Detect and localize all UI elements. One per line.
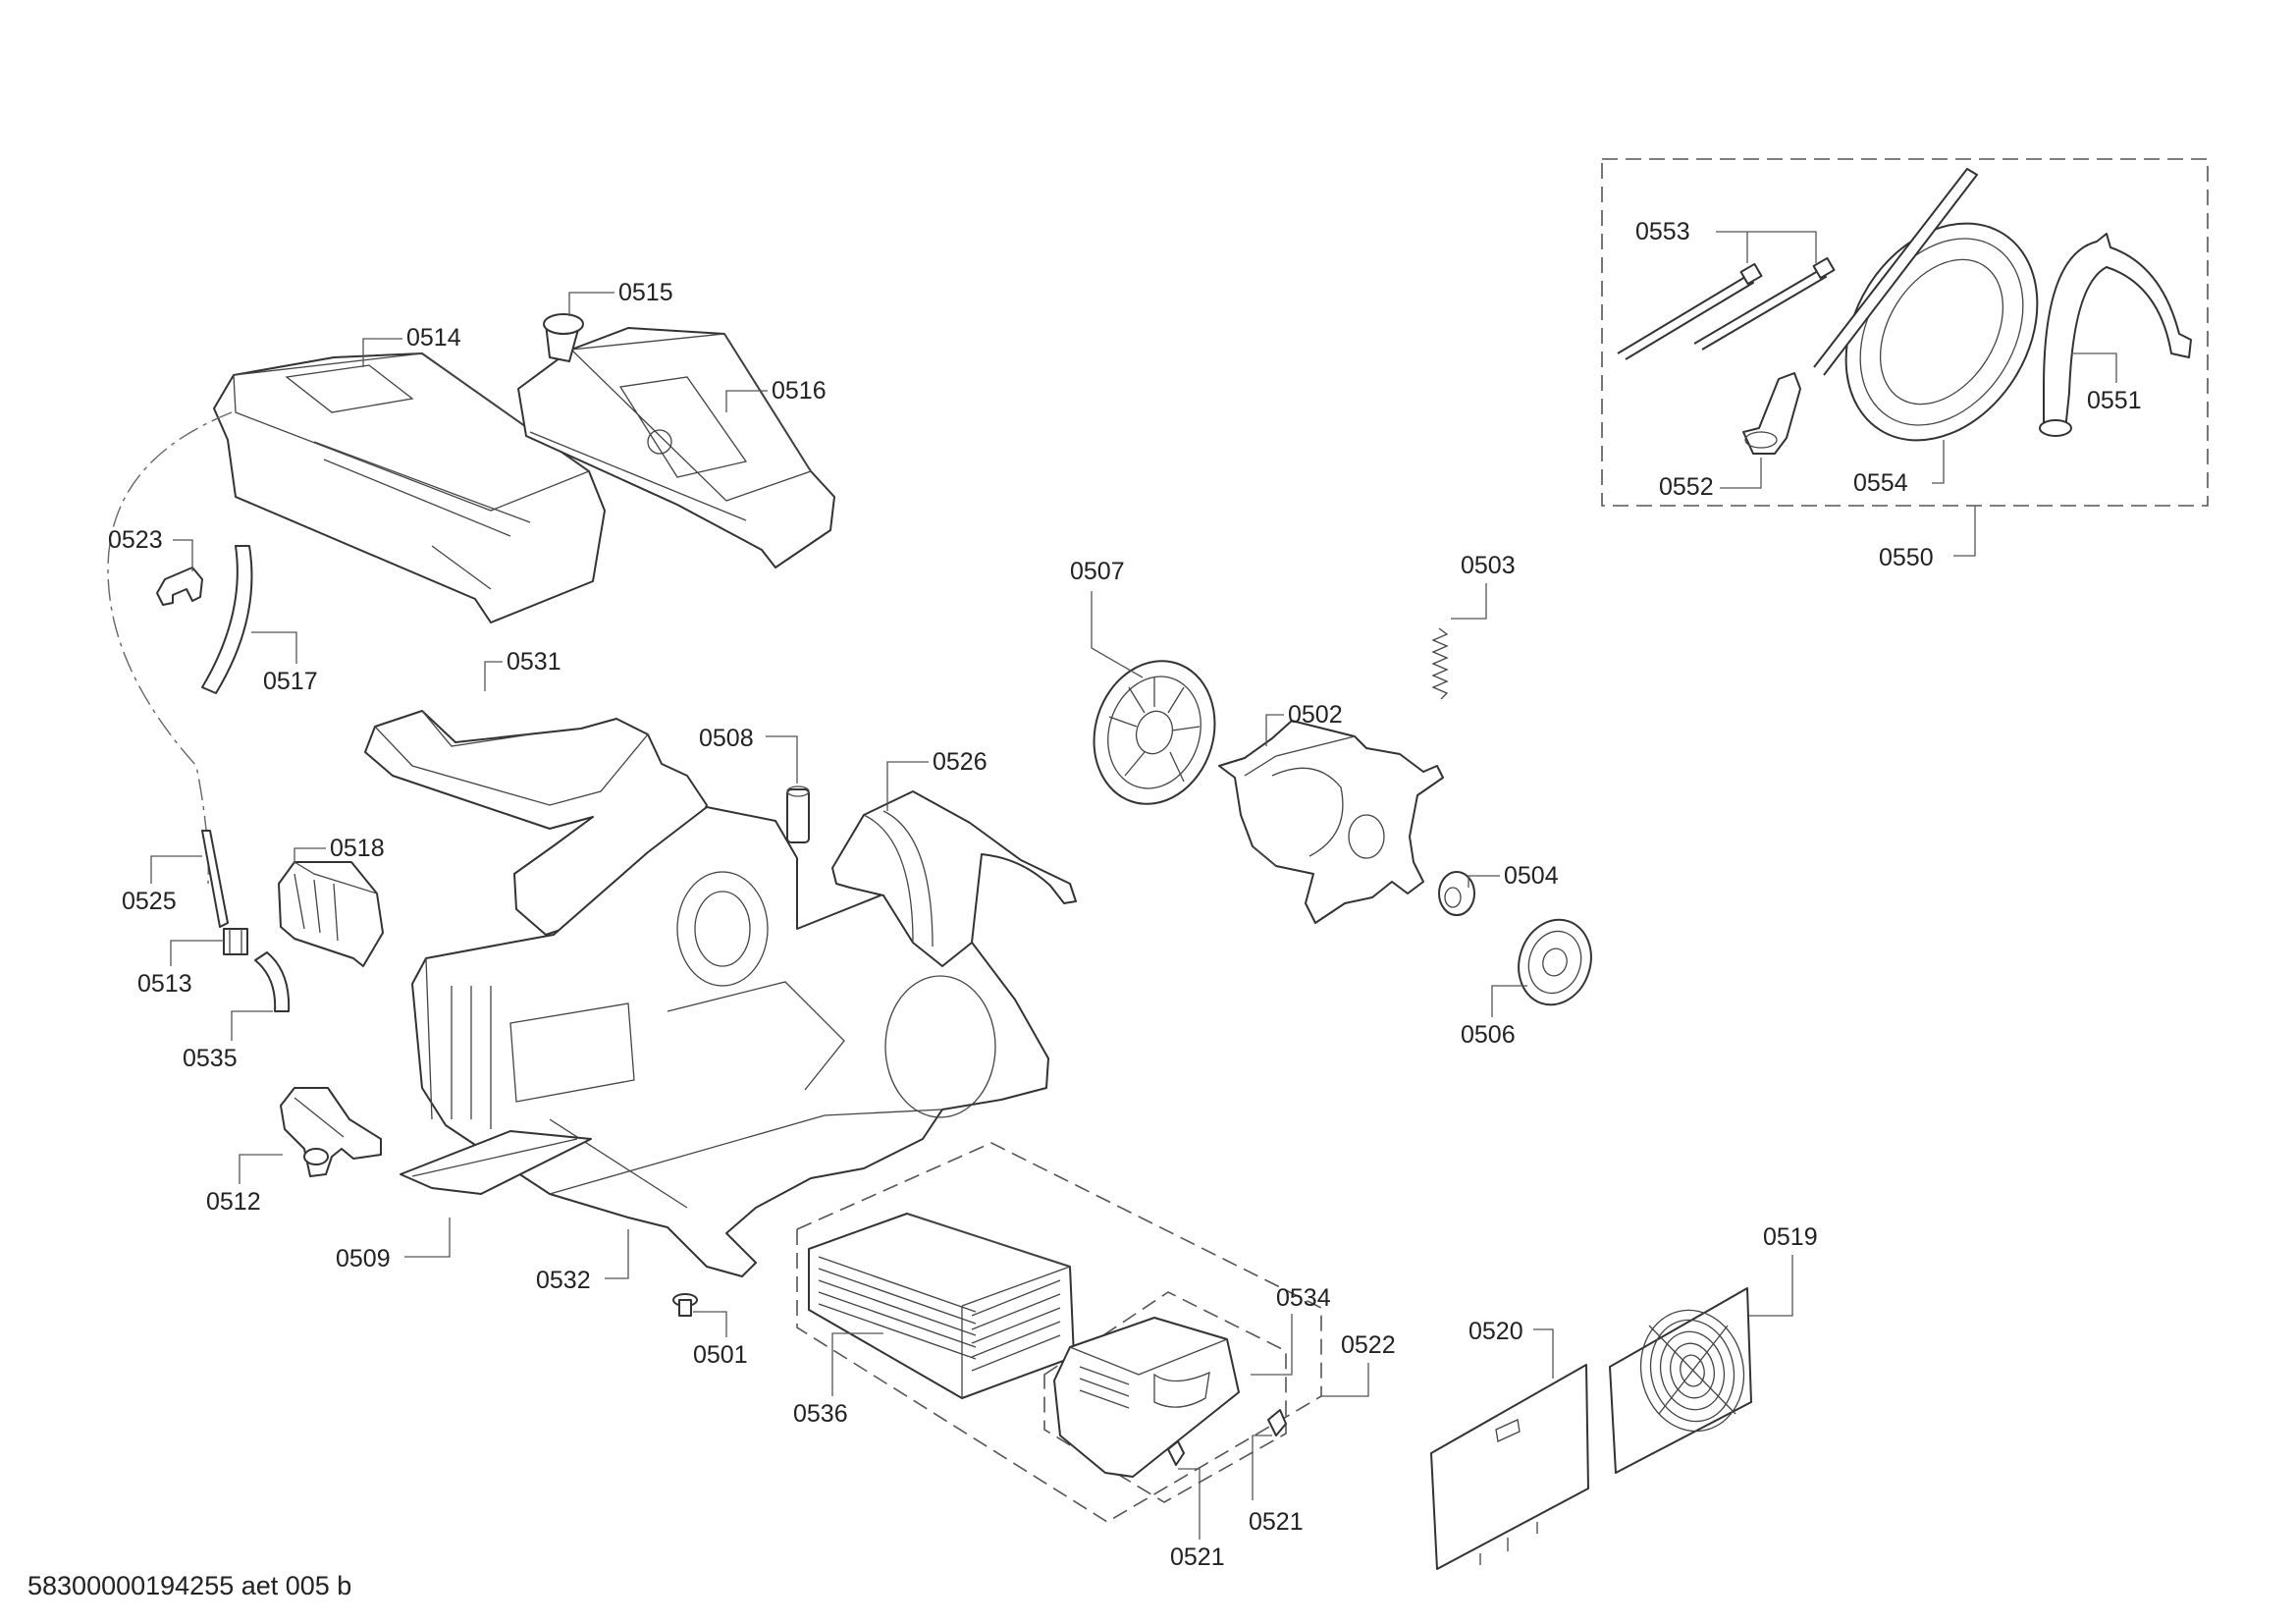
hose-0525-part[interactable]: [201, 830, 229, 928]
part-label-0504[interactable]: 0504: [1504, 862, 1559, 890]
valve-0512-part[interactable]: [280, 1087, 382, 1177]
duct-0526-part[interactable]: [831, 790, 1077, 967]
part-label-0532[interactable]: 0532: [536, 1267, 591, 1294]
accessory-kit-group: 0553 0552 0554 0551 0550: [1601, 158, 2209, 571]
hose-connector-part[interactable]: [1742, 372, 1801, 455]
pulley-0506-part[interactable]: [1508, 910, 1602, 1014]
part-label-0509[interactable]: 0509: [336, 1245, 391, 1272]
part-label-0507[interactable]: 0507: [1070, 558, 1125, 585]
part-label-0526[interactable]: 0526: [933, 748, 988, 776]
part-label-0535[interactable]: 0535: [183, 1045, 238, 1072]
part-label-0521-lower[interactable]: 0521: [1170, 1543, 1225, 1571]
filler-cap-part[interactable]: [543, 313, 584, 362]
part-label-0514[interactable]: 0514: [406, 324, 461, 352]
clip-0523-part[interactable]: [156, 567, 203, 606]
filter-0534-part[interactable]: [1053, 1317, 1240, 1478]
part-label-0513[interactable]: 0513: [137, 970, 192, 998]
hose-0517-part[interactable]: [201, 545, 253, 694]
part-label-0518[interactable]: 0518: [330, 835, 385, 862]
fan-wheel-0507-part[interactable]: [1076, 645, 1233, 820]
water-container-part[interactable]: [213, 352, 606, 623]
part-label-0517[interactable]: 0517: [263, 668, 318, 695]
part-label-0553[interactable]: 0553: [1635, 218, 1690, 245]
part-label-0531[interactable]: 0531: [507, 648, 561, 676]
part-label-0552[interactable]: 0552: [1659, 473, 1714, 501]
clip-0521-upper-part[interactable]: [1267, 1409, 1287, 1436]
part-label-0506[interactable]: 0506: [1461, 1021, 1516, 1049]
cable-tie-part[interactable]: [1617, 256, 1836, 360]
sleeve-0508-part[interactable]: [786, 785, 810, 843]
part-label-0521-upper[interactable]: 0521: [1249, 1508, 1304, 1536]
left-small-parts: 0523 0517 0525 0513 0535 0518 0512: [107, 411, 385, 1216]
part-label-0550[interactable]: 0550: [1879, 544, 1934, 571]
bearing-0504-part[interactable]: [1438, 871, 1475, 916]
part-label-0516[interactable]: 0516: [772, 377, 827, 405]
heat-exchanger-group: 0534 0522 0536 0521 0521: [793, 1142, 1396, 1571]
cover-flap-0520-part[interactable]: [1430, 1364, 1589, 1570]
plate-0509-part[interactable]: [400, 1130, 592, 1195]
clip-0513-part[interactable]: [223, 928, 248, 955]
part-label-0525[interactable]: 0525: [122, 888, 177, 915]
part-label-0520[interactable]: 0520: [1468, 1318, 1523, 1345]
base-housing-group: 0531 0508 0526 0509 0532 0501: [336, 648, 1077, 1369]
part-label-0522[interactable]: 0522: [1341, 1331, 1396, 1359]
part-label-0554[interactable]: 0554: [1853, 469, 1908, 497]
base-frame-0532-part[interactable]: [411, 806, 1049, 1277]
part-label-0523[interactable]: 0523: [108, 526, 163, 554]
screw-0501-part[interactable]: [672, 1293, 698, 1317]
part-label-0512[interactable]: 0512: [206, 1188, 261, 1216]
part-label-0501[interactable]: 0501: [693, 1341, 748, 1369]
grille-cover-0519-part[interactable]: [1609, 1287, 1755, 1474]
heat-exchanger-0536-part[interactable]: [808, 1213, 1075, 1399]
motor-assembly-group: 0507 0503 0502 0504 0506: [1070, 552, 1602, 1049]
drawing-id: 58300000194255 aet 005 b: [27, 1571, 351, 1600]
part-label-0536[interactable]: 0536: [793, 1400, 848, 1428]
hose-0535-part[interactable]: [254, 951, 291, 1012]
front-covers-group: 0520 0519: [1430, 1223, 1818, 1570]
part-label-0519[interactable]: 0519: [1763, 1223, 1818, 1251]
tank-lid-part[interactable]: [517, 327, 835, 568]
part-label-0502[interactable]: 0502: [1288, 701, 1343, 729]
part-label-0503[interactable]: 0503: [1461, 552, 1516, 579]
motor-0502-part[interactable]: [1218, 720, 1444, 924]
hose-holder-bracket-part[interactable]: [2039, 233, 2192, 437]
drain-hose-coil-part[interactable]: [1807, 168, 2076, 476]
spring-0503-part[interactable]: [1431, 627, 1449, 700]
part-label-0551[interactable]: 0551: [2087, 387, 2142, 414]
cover-0518-part[interactable]: [278, 861, 384, 967]
part-label-0515[interactable]: 0515: [618, 279, 673, 306]
part-label-0534[interactable]: 0534: [1276, 1284, 1331, 1312]
part-label-0508[interactable]: 0508: [699, 725, 754, 752]
clip-0521-lower-part[interactable]: [1167, 1440, 1185, 1466]
condensate-tank-group: 0514 0515 0516: [213, 279, 835, 623]
